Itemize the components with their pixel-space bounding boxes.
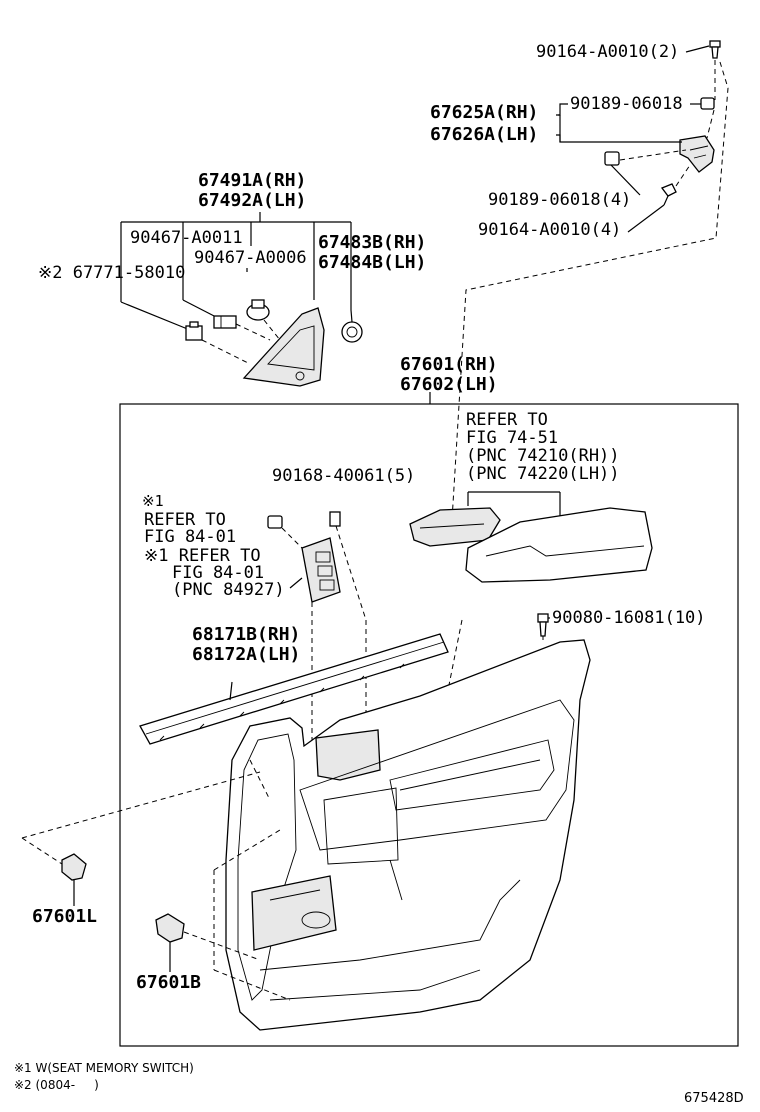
label-90164-a0010-2: 90164-A0010(2) <box>536 42 680 62</box>
label-90189-06018-4: 90189-06018(4) <box>488 190 632 210</box>
label-90168-40061: 90168-40061(5) <box>272 466 416 486</box>
label-68171b: 68171B(RH) <box>192 624 301 645</box>
refer-fig-74-51-line1: REFER TO <box>466 410 548 430</box>
label-67626a: 67626A(LH) <box>430 124 539 145</box>
label-67771-58010: ※2 67771-58010 <box>38 263 186 283</box>
cover-67491a <box>242 307 325 387</box>
door-trim-panel <box>225 639 591 1031</box>
refer-84927-line1: ※1 REFER TO <box>144 546 261 566</box>
bolt-90164-top <box>709 40 721 59</box>
clip-90467-a0006 <box>246 299 270 321</box>
label-90189-06018: 90189-06018 <box>570 94 683 114</box>
label-67625a: 67625A(RH) <box>430 102 539 123</box>
clip-90467-a0011 <box>213 315 237 329</box>
switch-memory <box>301 537 341 603</box>
label-67601-rh: 67601(RH) <box>400 354 498 375</box>
assembly-frame <box>119 403 739 1047</box>
label-67491a: 67491A(RH) <box>198 170 307 191</box>
label-67492a: 67492A(LH) <box>198 190 307 211</box>
refer-84-01-line1: REFER TO <box>144 510 226 530</box>
label-68172a: 68172A(LH) <box>192 644 301 665</box>
refer-84-01-line2: FIG 84-01 <box>144 527 237 547</box>
refer-84927-line3: (PNC 84927) <box>172 580 285 600</box>
label-90080-16081: 90080-16081(10) <box>552 608 706 628</box>
label-90467-a0011: 90467-A0011 <box>130 228 243 248</box>
clip-67771 <box>185 321 203 341</box>
label-67484b: 67484B(LH) <box>318 252 427 273</box>
label-67601l: 67601L <box>32 906 98 927</box>
label-67602-lh: 67602(LH) <box>400 374 498 395</box>
armrest-pad <box>465 507 653 583</box>
refer-84-01-mark: ※1 <box>142 492 164 510</box>
clip-67601b <box>155 913 185 943</box>
label-90164-a0010-4: 90164-A0010(4) <box>478 220 622 240</box>
nut-90189-b <box>604 151 620 166</box>
footnote-1: ※1 W(SEAT MEMORY SWITCH) <box>14 1061 194 1075</box>
screw-90080 <box>537 613 549 637</box>
footnote-2: ※2 (0804- ) <box>14 1078 99 1092</box>
armrest-box <box>409 507 501 547</box>
nut-90189-a <box>700 97 715 110</box>
refer-fig-74-51-line2: FIG 74-51 <box>466 428 559 448</box>
bolt-90168 <box>329 511 341 527</box>
clip-67601l <box>61 853 87 888</box>
refer-fig-74-51-line3: (PNC 74210(RH)) <box>466 446 620 466</box>
figure-code: 675428D <box>684 1091 744 1106</box>
screw-90164-b <box>660 183 677 206</box>
switch-small <box>267 515 283 529</box>
label-67601b: 67601B <box>136 972 202 993</box>
weatherstrip-68171b <box>139 633 449 745</box>
refer-fig-74-51-line4: (PNC 74220(LH)) <box>466 464 620 484</box>
clip-67483b <box>341 321 363 343</box>
refer-84927-line2: FIG 84-01 <box>172 563 265 583</box>
label-67483b: 67483B(RH) <box>318 232 427 253</box>
label-90467-a0006: 90467-A0006 <box>194 248 307 268</box>
bracket-67625a <box>679 135 715 173</box>
